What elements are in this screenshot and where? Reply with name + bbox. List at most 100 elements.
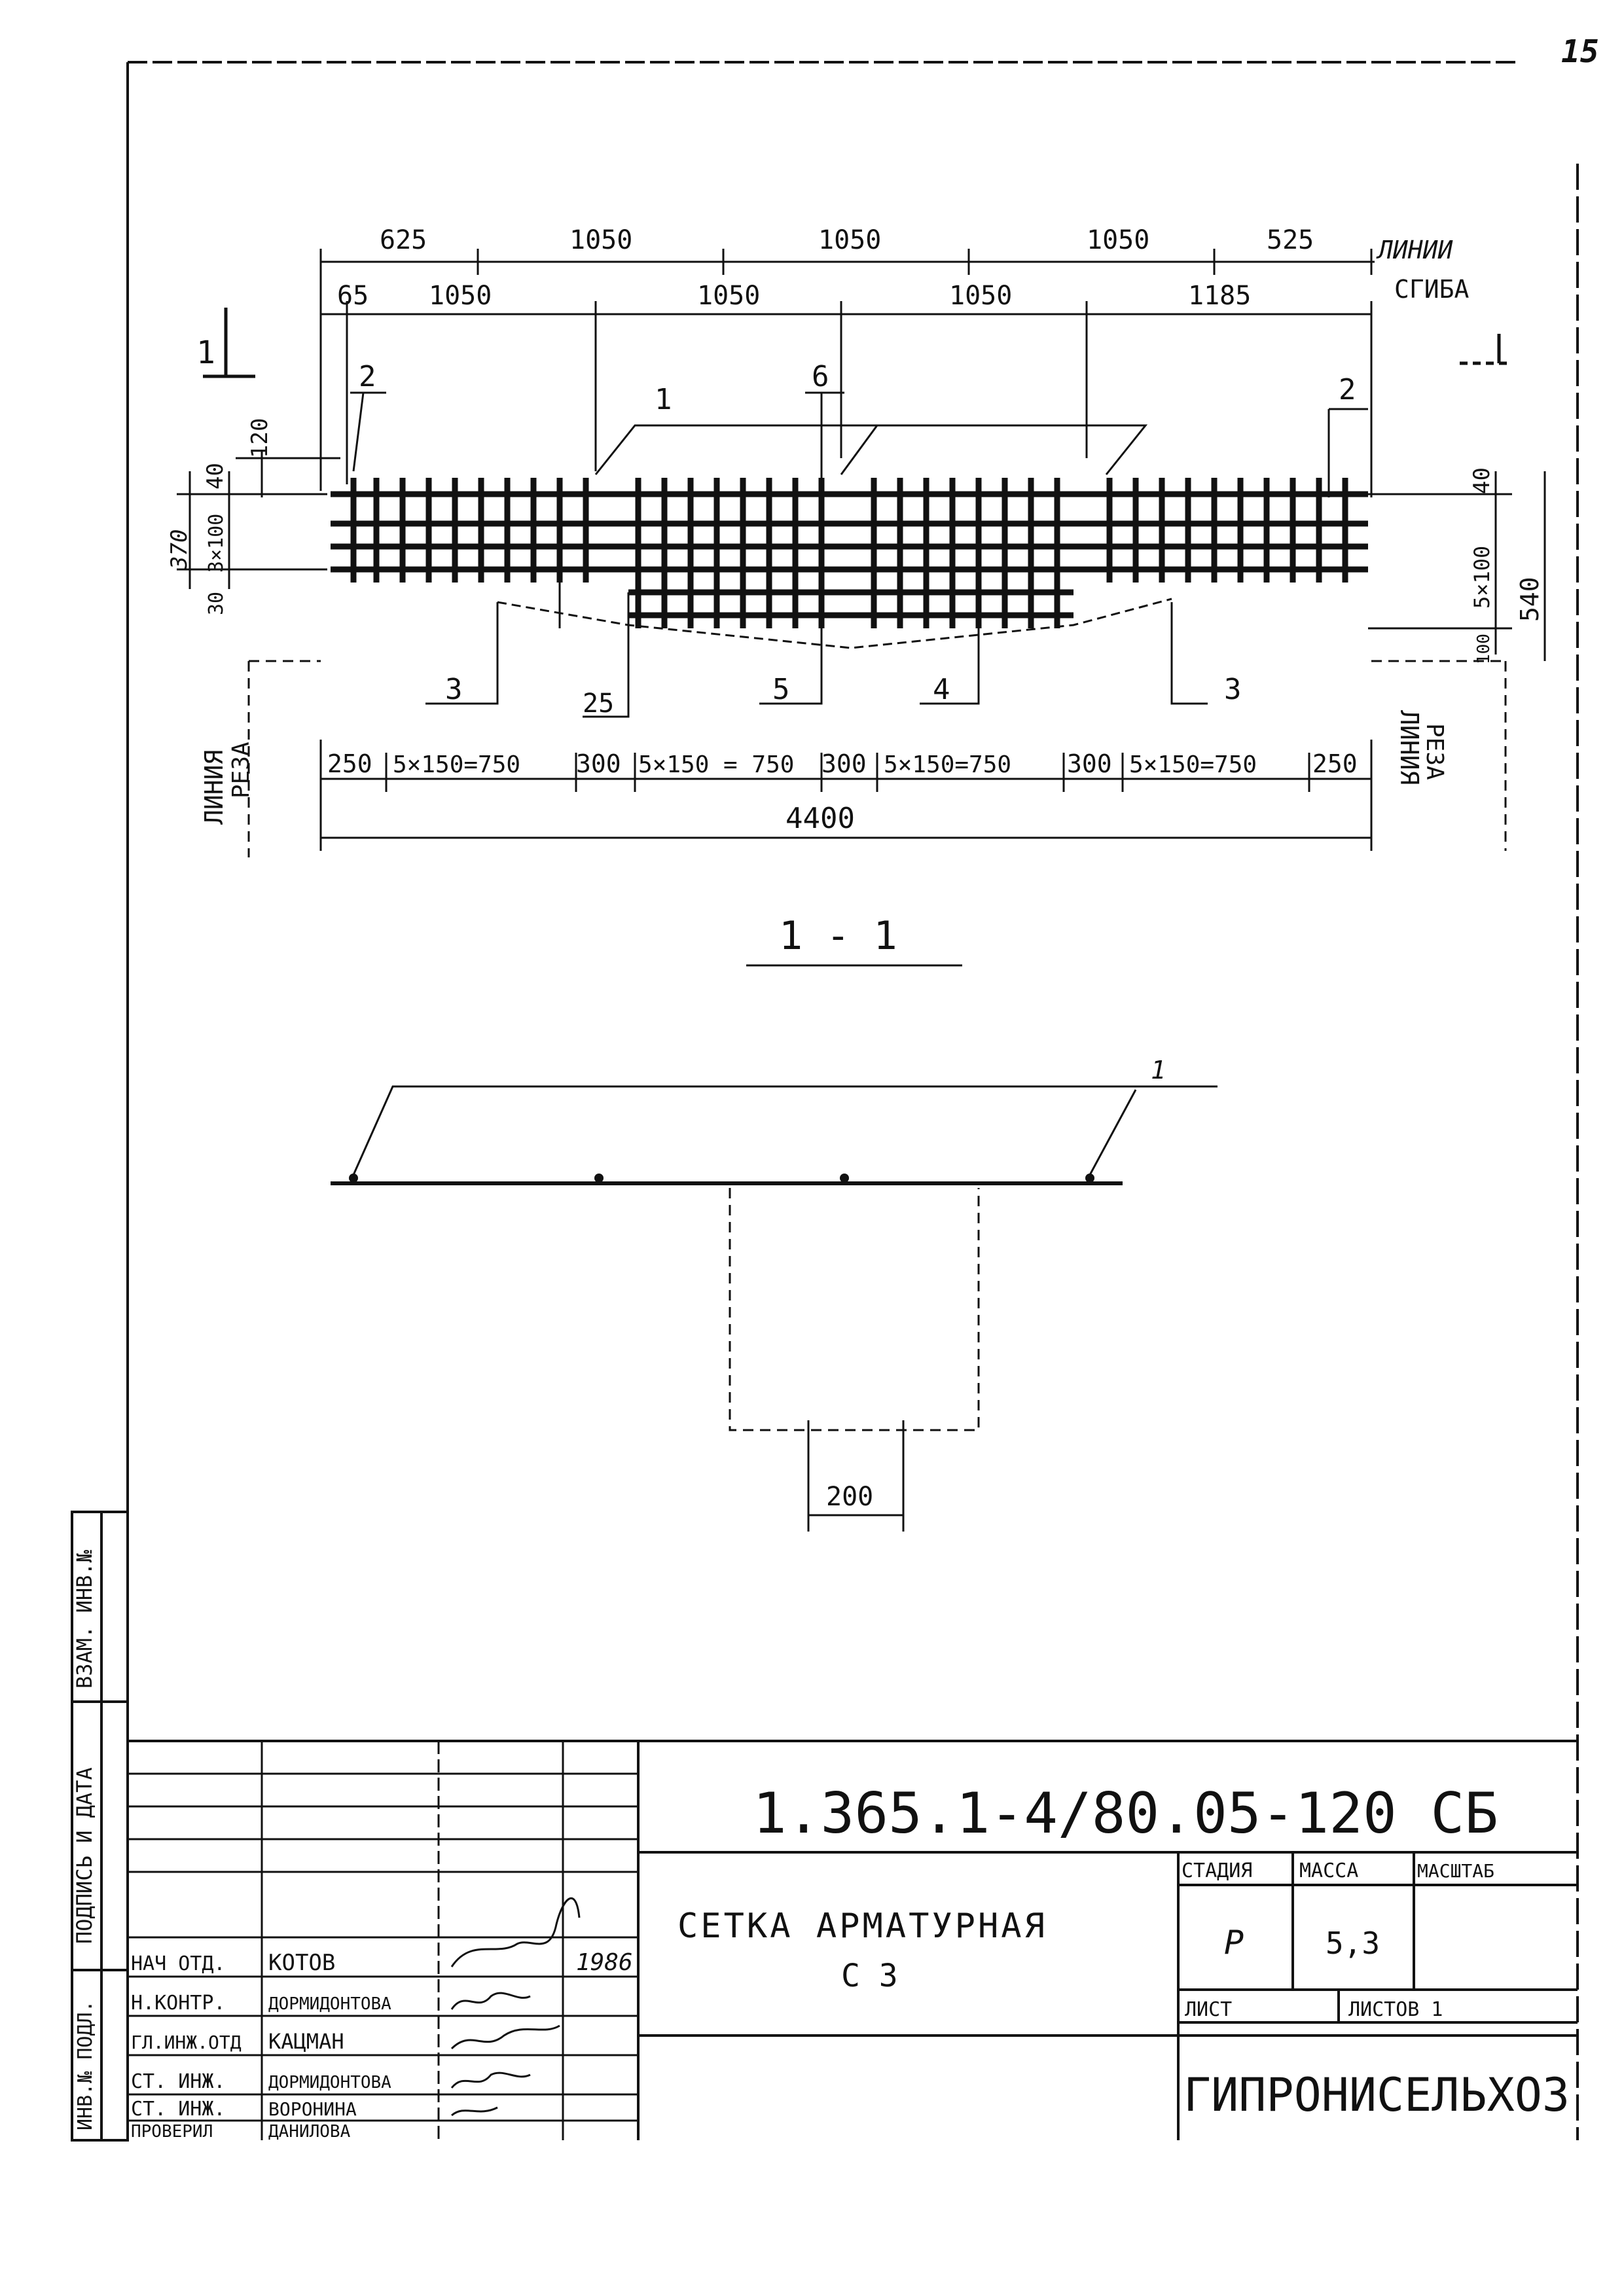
signatures — [450, 1897, 581, 2117]
sign-date: 1986 — [576, 1949, 633, 1976]
dim-right-100: 100 — [1474, 634, 1494, 664]
dim-top1-5: 525 — [1267, 225, 1314, 255]
plan-view: 625 1050 1050 1050 525 65 1050 1050 1050… — [166, 225, 1546, 857]
signature-grid — [128, 1741, 638, 2140]
header-stage: СТАДИЯ — [1182, 1859, 1252, 1882]
dim-row-top-2 — [321, 301, 1373, 497]
page-number: 15 — [1561, 33, 1599, 70]
section-trough — [729, 1188, 980, 1431]
dim-overall-length: 4400 — [785, 802, 855, 835]
dim-top2-2: 1050 — [429, 281, 492, 311]
role-3: ГЛ.ИНЖ.ОТД — [131, 2032, 242, 2053]
mesh-longitudinal-bars — [331, 491, 1368, 619]
dim-right-540: 540 — [1515, 577, 1544, 622]
doc-name-line1: СЕТКА АРМАТУРНАЯ — [677, 1907, 1047, 1946]
bend-lines-label-2: СГИБА — [1394, 275, 1470, 304]
cut-lines — [247, 660, 1507, 857]
dim-row-top-1 — [319, 249, 1375, 491]
dim-bottom-8: 5×150=750 — [1129, 751, 1257, 778]
section-leader — [352, 1085, 1218, 1175]
person-5: ВОРОНИНА — [268, 2098, 357, 2120]
mark-pos-4: 4 — [933, 673, 950, 706]
dim-top2-5: 1185 — [1188, 281, 1251, 311]
cut-line-label-left-1: ЛИНИЯ — [200, 750, 228, 825]
cut-line-label-left-2: РЕЗА — [228, 742, 255, 798]
dim-left-40: 40 — [202, 463, 228, 490]
mark-pos-1: 1 — [655, 383, 672, 416]
side-stamp-label-3: ИНВ.№ ПОДЛ. — [74, 2000, 97, 2130]
dim-left — [177, 452, 340, 589]
dim-bottom-5: 300 — [821, 749, 867, 778]
header-mass: МАССА — [1299, 1859, 1358, 1882]
side-stamp-label-2: ПОДПИСЬ И ДАТА — [72, 1767, 97, 1944]
section-bar-dots — [349, 1174, 1094, 1183]
mark-pos-2-left: 2 — [359, 360, 376, 393]
person-4: ДОРМИДОНТОВА — [268, 2073, 391, 2092]
side-stamp-label-1: ВЗАМ. ИНВ.№ — [72, 1549, 97, 1689]
doc-code: 1.365.1-4/80.05-120 СБ — [753, 1781, 1498, 1846]
dim-left-370: 370 — [166, 529, 192, 570]
mark-pos-25: 25 — [583, 689, 614, 719]
person-1: КОТОВ — [268, 1950, 335, 1976]
section-dim-200: 200 — [826, 1482, 873, 1512]
mark-pos-2-right: 2 — [1339, 373, 1356, 406]
dim-row-bottom — [319, 740, 1373, 851]
bend-lines-label-1: ЛИНИИ — [1376, 236, 1454, 264]
dim-left-120: 120 — [247, 418, 273, 458]
mark-pos-3-left: 3 — [445, 673, 463, 706]
dim-right-40: 40 — [1469, 467, 1495, 494]
dim-left-30: 30 — [205, 592, 228, 615]
dim-top1-2: 1050 — [569, 225, 632, 255]
dim-bottom-1: 250 — [327, 749, 372, 778]
sheet-label: ЛИСТ — [1185, 1998, 1232, 2021]
dim-top2-4: 1050 — [949, 281, 1012, 311]
mark-pos-6: 6 — [812, 360, 829, 393]
dim-left-3x100: 3×100 — [205, 514, 228, 573]
section-title: 1 - 1 — [779, 913, 897, 959]
side-stamp — [71, 1511, 129, 2142]
sheets-label: ЛИСТОВ 1 — [1348, 1998, 1443, 2021]
dim-right-5x100: 5×100 — [1470, 546, 1494, 609]
dim-top1-1: 625 — [380, 225, 427, 255]
mark-pos-5: 5 — [772, 673, 790, 706]
position-leaders-bottom — [425, 569, 1208, 718]
section-mark-left-label: 1 — [196, 334, 215, 371]
role-4: СТ. ИНЖ. — [131, 2070, 226, 2093]
mass-value: 5,3 — [1326, 1926, 1380, 1961]
dim-top2-1: 65 — [337, 281, 369, 311]
person-2: ДОРМИДОНТОВА — [268, 1994, 391, 2014]
dim-bottom-4: 5×150 = 750 — [638, 751, 794, 778]
stage-value: Р — [1224, 1924, 1244, 1962]
dim-top2-3: 1050 — [697, 281, 760, 311]
section-mark-left — [203, 308, 255, 378]
trough-outline — [497, 598, 1172, 649]
title-block-grid — [128, 1740, 1578, 2140]
organization: ГИПРОНИСЕЛЬХОЗ — [1183, 2068, 1570, 2122]
position-leaders-top — [350, 391, 1368, 628]
dim-top1-3: 1050 — [818, 225, 881, 255]
person-6: ДАНИЛОВА — [268, 2122, 351, 2142]
dim-bottom-7: 300 — [1067, 749, 1112, 778]
dim-bottom-6: 5×150=750 — [884, 751, 1011, 778]
role-2: Н.КОНТР. — [131, 1992, 226, 2015]
role-5: СТ. ИНЖ. — [131, 2098, 226, 2121]
section-dim — [807, 1420, 905, 1532]
mark-pos-3-right: 3 — [1224, 673, 1242, 706]
doc-name-line2: С 3 — [841, 1958, 898, 1994]
section-mark-right — [1460, 334, 1512, 365]
dim-bottom-3: 300 — [576, 749, 621, 778]
cut-line-label-right-2: РЕЗА — [1421, 723, 1448, 780]
dim-right — [1368, 471, 1546, 661]
role-6: ПРОВЕРИЛ — [131, 2122, 213, 2142]
dim-bottom-9: 250 — [1312, 749, 1358, 778]
section-view: 1 - 1 1 200 — [331, 913, 1218, 1532]
header-scale: МАСШТАБ — [1417, 1860, 1494, 1882]
dim-bottom-2: 5×150=750 — [393, 751, 520, 778]
person-3: КАЦМАН — [268, 2029, 344, 2054]
mesh-transverse-bars — [350, 478, 1348, 628]
cut-line-label-right-1: ЛИНИЯ — [1395, 710, 1424, 785]
dim-top1-4: 1050 — [1087, 225, 1149, 255]
role-1: НАЧ ОТД. — [131, 1952, 226, 1975]
section-mark: 1 — [1151, 1056, 1166, 1085]
